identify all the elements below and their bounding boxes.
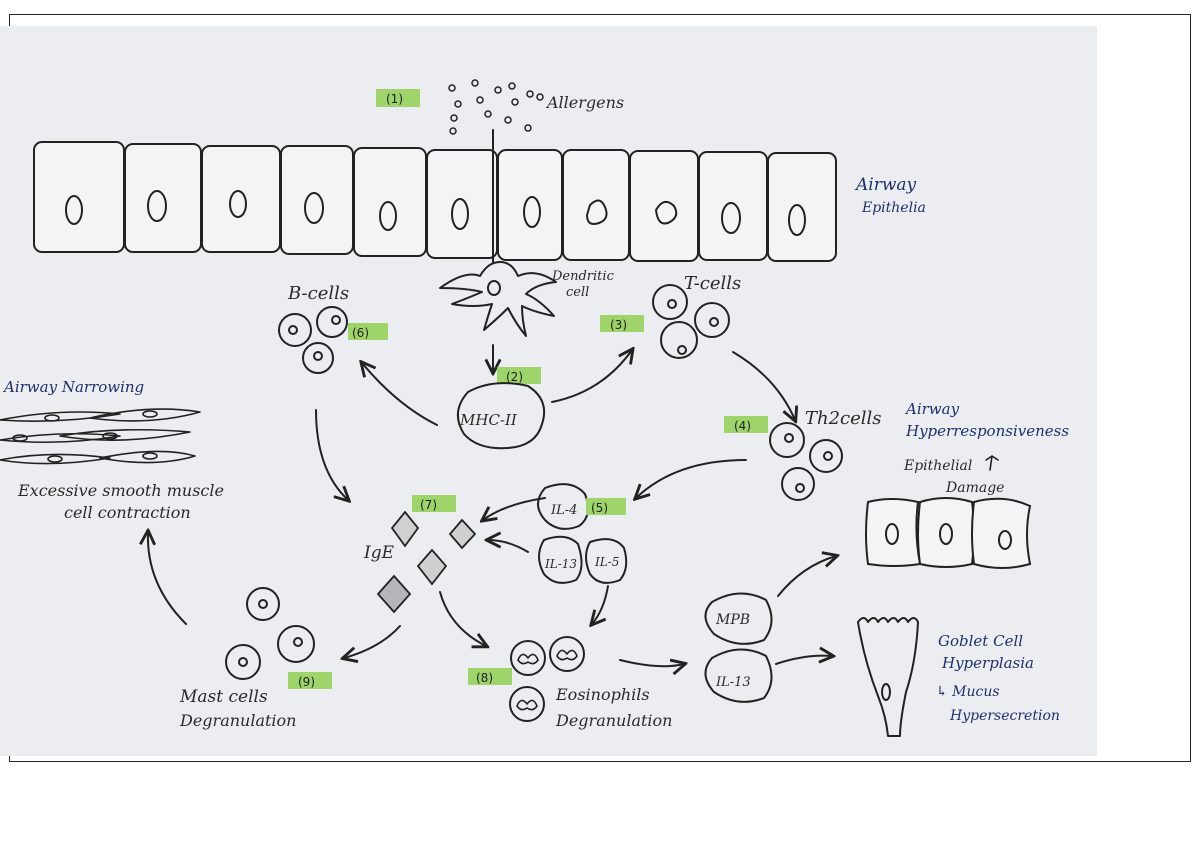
airway-hyper-label-2: Hyperresponsiveness <box>905 422 1069 440</box>
allergens-label: Allergens <box>545 93 624 112</box>
il13-b-label: IL-13 <box>715 675 751 690</box>
mpb-il13-cells <box>704 592 773 703</box>
goblet-label-1: Goblet Cell <box>938 632 1023 650</box>
airway-narrowing-label: Airway Narrowing <box>2 378 144 396</box>
step-9-label: (9) <box>298 675 315 689</box>
damaged-epithelium <box>865 497 1032 569</box>
mpb-label: MPB <box>715 612 750 628</box>
dendritic-cell-label-2: cell <box>566 285 589 300</box>
step-3-label: (3) <box>610 318 627 332</box>
th2-cells-label: Th2cells <box>805 408 882 429</box>
ige-antibodies <box>376 510 477 614</box>
epithelial-damage-label-2: Damage <box>945 480 1004 496</box>
mhc-ii-label: MHC-II <box>459 411 518 429</box>
ige-label: IgE <box>363 543 395 563</box>
smooth-muscle-label-1: Excessive smooth muscle <box>17 481 224 500</box>
step-7-label: (7) <box>420 498 437 512</box>
smooth-muscle-label-2: cell contraction <box>64 503 191 522</box>
cytokine-cluster <box>537 483 628 584</box>
goblet-nucleus <box>881 683 891 701</box>
eosinophils-label-1: Eosinophils <box>555 685 650 704</box>
goblet-cell <box>857 617 919 737</box>
mhc-ii-cell <box>457 382 546 450</box>
step-1-label: (1) <box>386 92 403 106</box>
step-4-label: (4) <box>734 419 751 433</box>
airway-epithelia-label-1: Airway <box>854 175 917 195</box>
airway-epithelia-label-2: Epithelia <box>861 200 926 216</box>
step-5-highlight <box>586 498 626 515</box>
step-4-highlight <box>724 416 768 433</box>
il13-label: IL-13 <box>544 557 577 571</box>
step-1-highlight <box>376 89 420 107</box>
t-cells-label: T-cells <box>684 273 741 294</box>
dendritic-cell <box>439 129 557 337</box>
b-cell-group <box>278 306 348 374</box>
airway-epithelium <box>33 141 837 262</box>
mast-cell-group <box>225 587 315 680</box>
mast-cells-label-1: Mast cells <box>179 687 268 707</box>
goblet-label-3: ↳ Mucus <box>936 684 1000 700</box>
dendritic-cell-label-1: Dendritic <box>551 269 615 284</box>
step-3-highlight <box>600 315 644 332</box>
step-8-label: (8) <box>476 671 493 685</box>
eosinophil-group <box>509 636 585 722</box>
step-8-highlight <box>468 668 512 685</box>
b-cells-label: B-cells <box>287 283 349 304</box>
il4-label: IL-4 <box>550 503 577 518</box>
eosinophils-label-2: Degranulation <box>555 711 672 730</box>
t-cell-group <box>652 284 730 359</box>
step-5-label: (5) <box>591 501 608 515</box>
mast-cells-label-2: Degranulation <box>179 711 296 730</box>
step-9-highlight <box>288 672 332 689</box>
il5-label: IL-5 <box>594 555 619 569</box>
smooth-muscle-cells <box>0 408 201 465</box>
step-6-highlight <box>348 323 388 340</box>
goblet-label-2: Hyperplasia <box>941 654 1034 672</box>
th2-cell-group <box>769 422 843 501</box>
step-2-highlight <box>497 367 541 384</box>
airway-hyper-label-1: Airway <box>904 400 960 418</box>
step-7-highlight <box>412 495 456 512</box>
step-6-label: (6) <box>352 326 369 340</box>
step-2-label: (2) <box>506 370 523 384</box>
allergen-particles <box>448 79 544 135</box>
goblet-label-4: Hypersecretion <box>949 708 1060 724</box>
epithelial-damage-label-1: Epithelial <box>903 458 972 474</box>
